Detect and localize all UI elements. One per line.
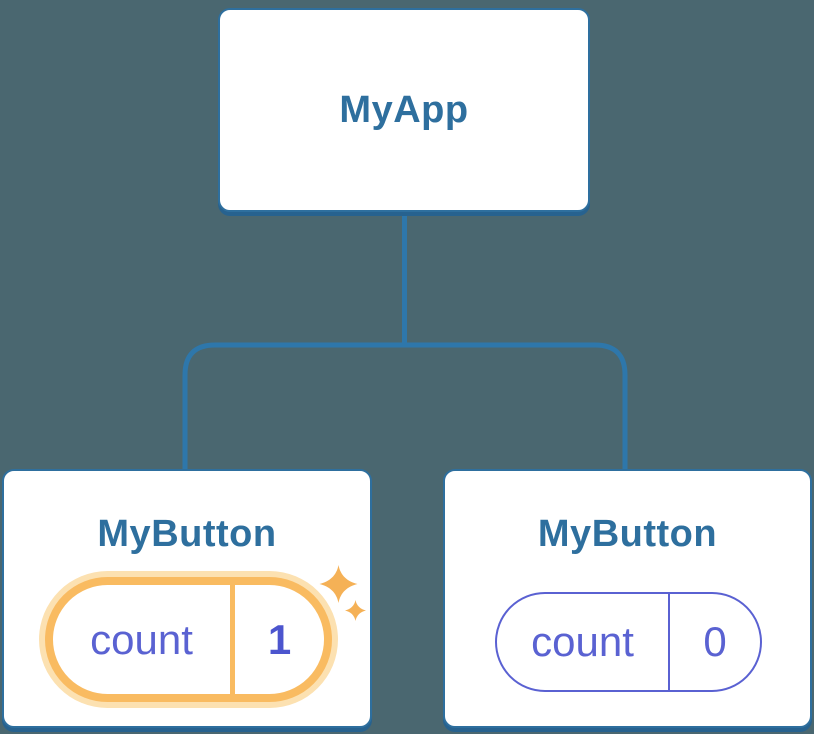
state-pill: count 0	[495, 592, 762, 692]
component-label: MyButton	[537, 513, 718, 555]
component-label: MyButton	[97, 513, 277, 555]
state-key: count	[90, 615, 193, 663]
state-key: count	[531, 618, 634, 665]
state-value: 1	[267, 615, 292, 663]
component-label: MyApp	[339, 88, 469, 131]
component-node-mybutton-1: MyButton count 1	[2, 469, 372, 728]
state-value: 0	[703, 618, 727, 665]
component-node-mybutton-2: MyButton count 0	[443, 469, 812, 728]
state-pill-highlighted: count 1	[45, 577, 332, 702]
component-node-myapp: MyApp	[218, 8, 590, 212]
